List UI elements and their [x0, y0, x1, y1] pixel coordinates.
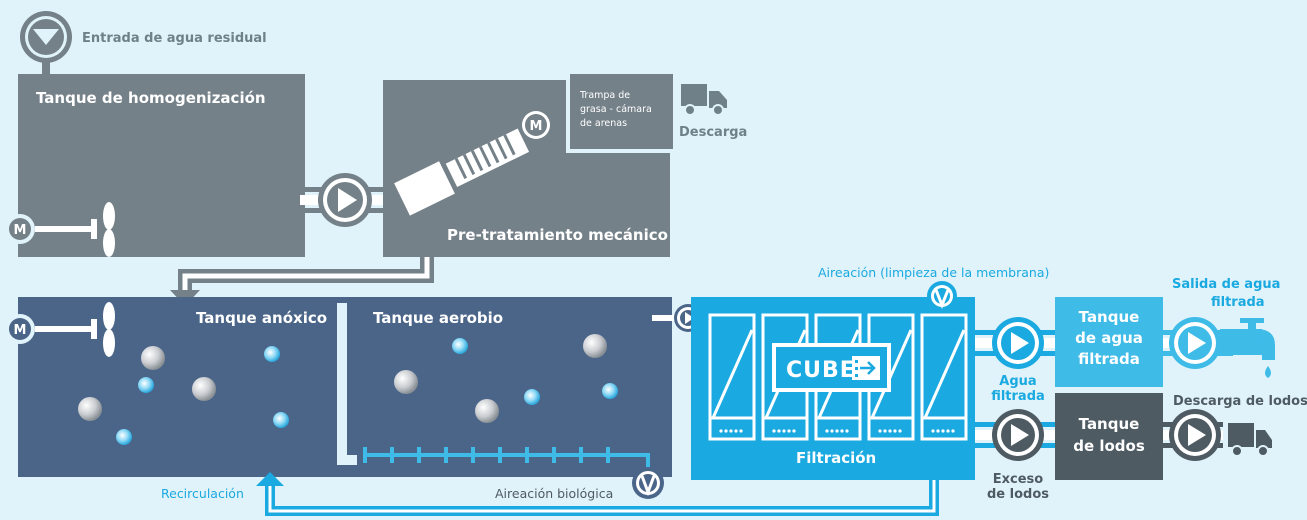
- recirculation-label: Recirculación: [161, 486, 244, 501]
- pump-icon: [1163, 317, 1233, 369]
- grease-trap-label-1: Trampa de: [579, 90, 630, 101]
- motor-label-screen: M: [530, 119, 543, 134]
- filtered-tank-label-3: filtrada: [1078, 350, 1140, 368]
- inlet-icon: [20, 11, 72, 76]
- cube-logo-text: CUBE: [786, 358, 856, 383]
- mixer-icon: [5, 302, 115, 357]
- pretreatment-tank: [383, 80, 670, 257]
- excess-sludge-label-1: Exceso: [993, 472, 1044, 487]
- aerobic-tank-label: Tanque aerobio: [373, 309, 503, 327]
- sludge-tank-label-2: de lodos: [1073, 437, 1145, 455]
- sludge-tank: [1055, 393, 1163, 480]
- mixer-icon: [5, 202, 115, 257]
- filtered-outlet-label-1: Salida de agua: [1172, 277, 1280, 292]
- discharge-label: Descarga: [679, 125, 747, 140]
- filtered-water-tank: [1055, 297, 1163, 387]
- filtered-tank-label-2: de agua: [1075, 329, 1143, 347]
- motor-label-anoxic: M: [14, 323, 27, 338]
- faucet-icon: [1220, 318, 1275, 378]
- membrane-dots: [719, 429, 955, 433]
- cube-logo: [772, 343, 891, 392]
- pump-icon: [975, 317, 1055, 369]
- motor-label: M: [14, 223, 27, 238]
- excess-sludge-label-2: de lodos: [987, 487, 1049, 502]
- truck-icon: [1228, 423, 1272, 457]
- pump-icon: [1163, 409, 1223, 461]
- membrane-module-icon: [708, 313, 968, 441]
- blower-icon: [927, 281, 957, 311]
- grease-trap: [570, 74, 673, 149]
- pump-icon: [975, 409, 1055, 461]
- pretreatment-label: Pre-tratamiento mecánico: [447, 226, 668, 244]
- biological-aeration-label: Aireación biológica: [495, 486, 613, 501]
- screw-screen-icon: [394, 111, 550, 216]
- filtered-water-label-1: Agua: [999, 374, 1036, 389]
- tank-divider: [337, 303, 347, 455]
- blower-icon: [632, 467, 664, 499]
- filtered-water-label-2: filtrada: [991, 389, 1045, 404]
- filtered-outlet-label-2: filtrada: [1211, 295, 1265, 310]
- sludge-tank-label-1: Tanque: [1079, 415, 1140, 433]
- filtered-tank-label-1: Tanque: [1079, 308, 1140, 326]
- inlet-label: Entrada de agua residual: [82, 31, 267, 46]
- membrane-aeration-label: Aireación (limpieza de la membrana): [818, 265, 1049, 280]
- pump-icon: [300, 173, 390, 227]
- truck-icon: [681, 84, 727, 116]
- bubbles: [78, 334, 618, 445]
- grease-trap-label-3: de arenas: [580, 118, 627, 129]
- sludge-discharge-label: Descarga de lodos: [1173, 394, 1307, 409]
- grease-trap-label-2: grasa - cámara: [580, 104, 652, 115]
- anoxic-tank-label: Tanque anóxico: [196, 309, 327, 327]
- filtration-label: Filtración: [796, 449, 876, 467]
- homogenization-tank-label: Tanque de homogenización: [36, 89, 266, 107]
- recirculation-pipe: [256, 472, 939, 516]
